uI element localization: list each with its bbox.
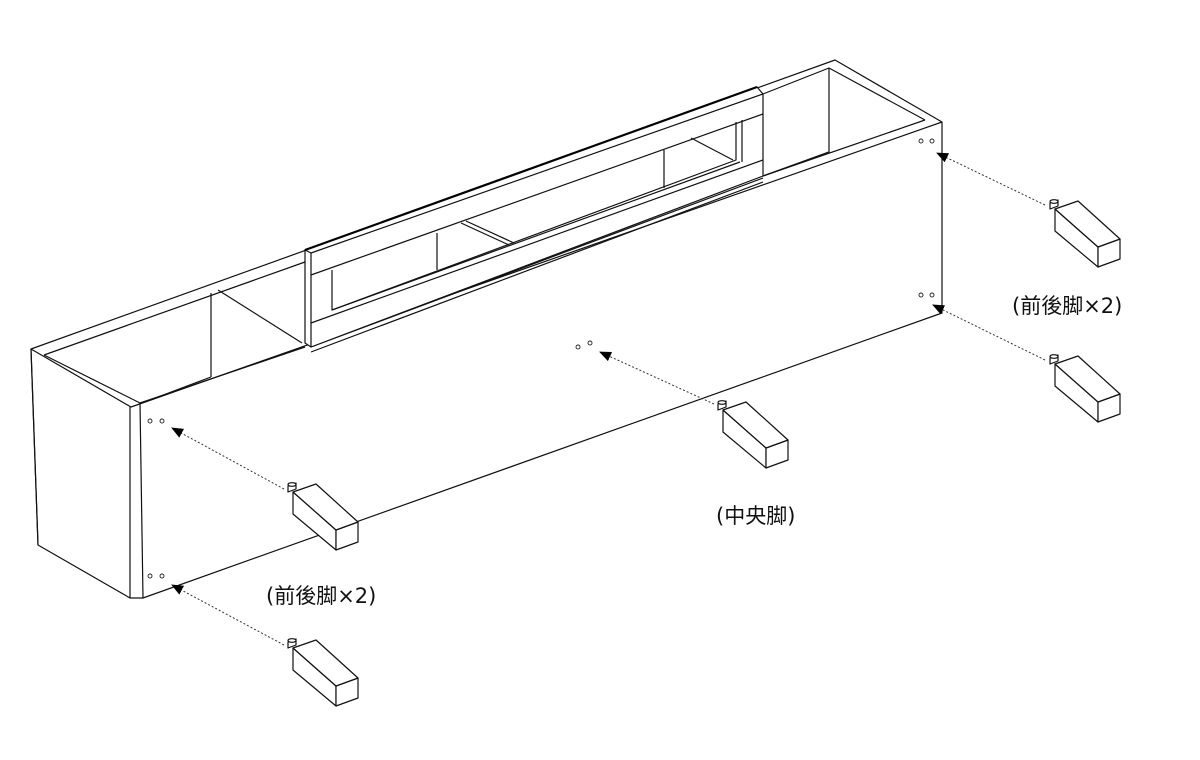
cabinet-body (30, 59, 943, 599)
label-center-leg: (中央脚) (716, 504, 796, 528)
screw-holes (147, 138, 935, 579)
leg-front-left-bottom (287, 638, 359, 707)
leg-right-top (1049, 199, 1121, 268)
arrow-center (599, 351, 715, 405)
middle-frame (304, 85, 764, 348)
arrow-front-left-bottom (171, 584, 285, 646)
leg-center (717, 400, 789, 469)
arrow-right-top (936, 152, 1046, 206)
label-front-back-legs-left: (前後脚×2) (266, 584, 377, 608)
leg-right-bottom (1049, 354, 1121, 423)
label-front-back-legs-right: (前後脚×2) (1012, 294, 1123, 318)
arrow-right-bottom (932, 304, 1046, 361)
arrow-front-left-top (171, 427, 285, 490)
